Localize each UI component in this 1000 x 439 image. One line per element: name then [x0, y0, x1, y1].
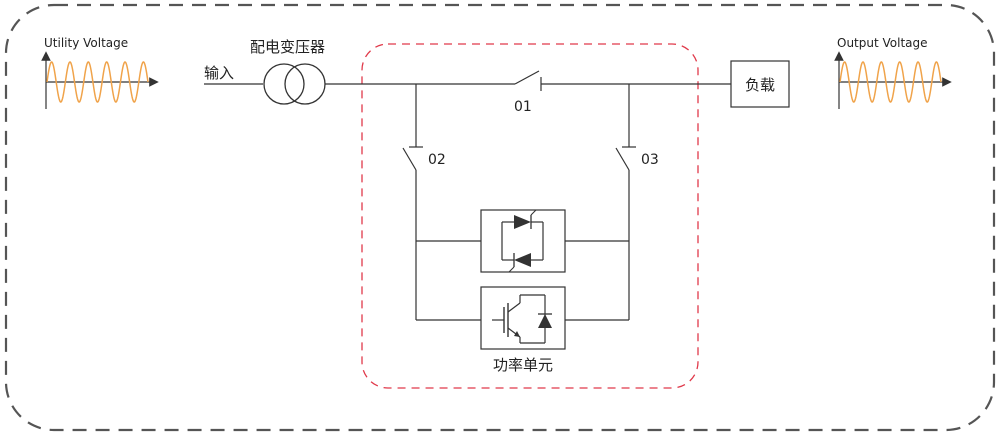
switch-03: [615, 84, 636, 320]
power-module-region: [361, 43, 699, 389]
switch-02: [402, 84, 423, 320]
switch-02-label: 02: [428, 152, 446, 168]
switch-01: [514, 70, 542, 91]
input-label: 输入: [204, 64, 234, 82]
load-box: [730, 60, 790, 108]
utility-voltage-plot: Utility Voltage: [41, 36, 159, 109]
output-voltage-plot: Output Voltage: [834, 36, 952, 109]
transformer-label: 配电变压器: [250, 38, 325, 56]
utility-sine-wave: [46, 61, 149, 103]
output-voltage-label: Output Voltage: [837, 36, 928, 50]
output-sine-wave: [839, 61, 942, 103]
thyristor-module: [416, 209, 629, 273]
switch-03-label: 03: [641, 152, 659, 168]
transformer-symbol: [263, 63, 326, 105]
outer-dashed-border: [4, 3, 996, 432]
power-unit-label: 功率单元: [493, 356, 553, 374]
igbt-module: [416, 286, 629, 350]
switch-01-label: 01: [514, 99, 532, 115]
utility-voltage-label: Utility Voltage: [44, 36, 128, 50]
load-label: 负载: [745, 76, 775, 94]
